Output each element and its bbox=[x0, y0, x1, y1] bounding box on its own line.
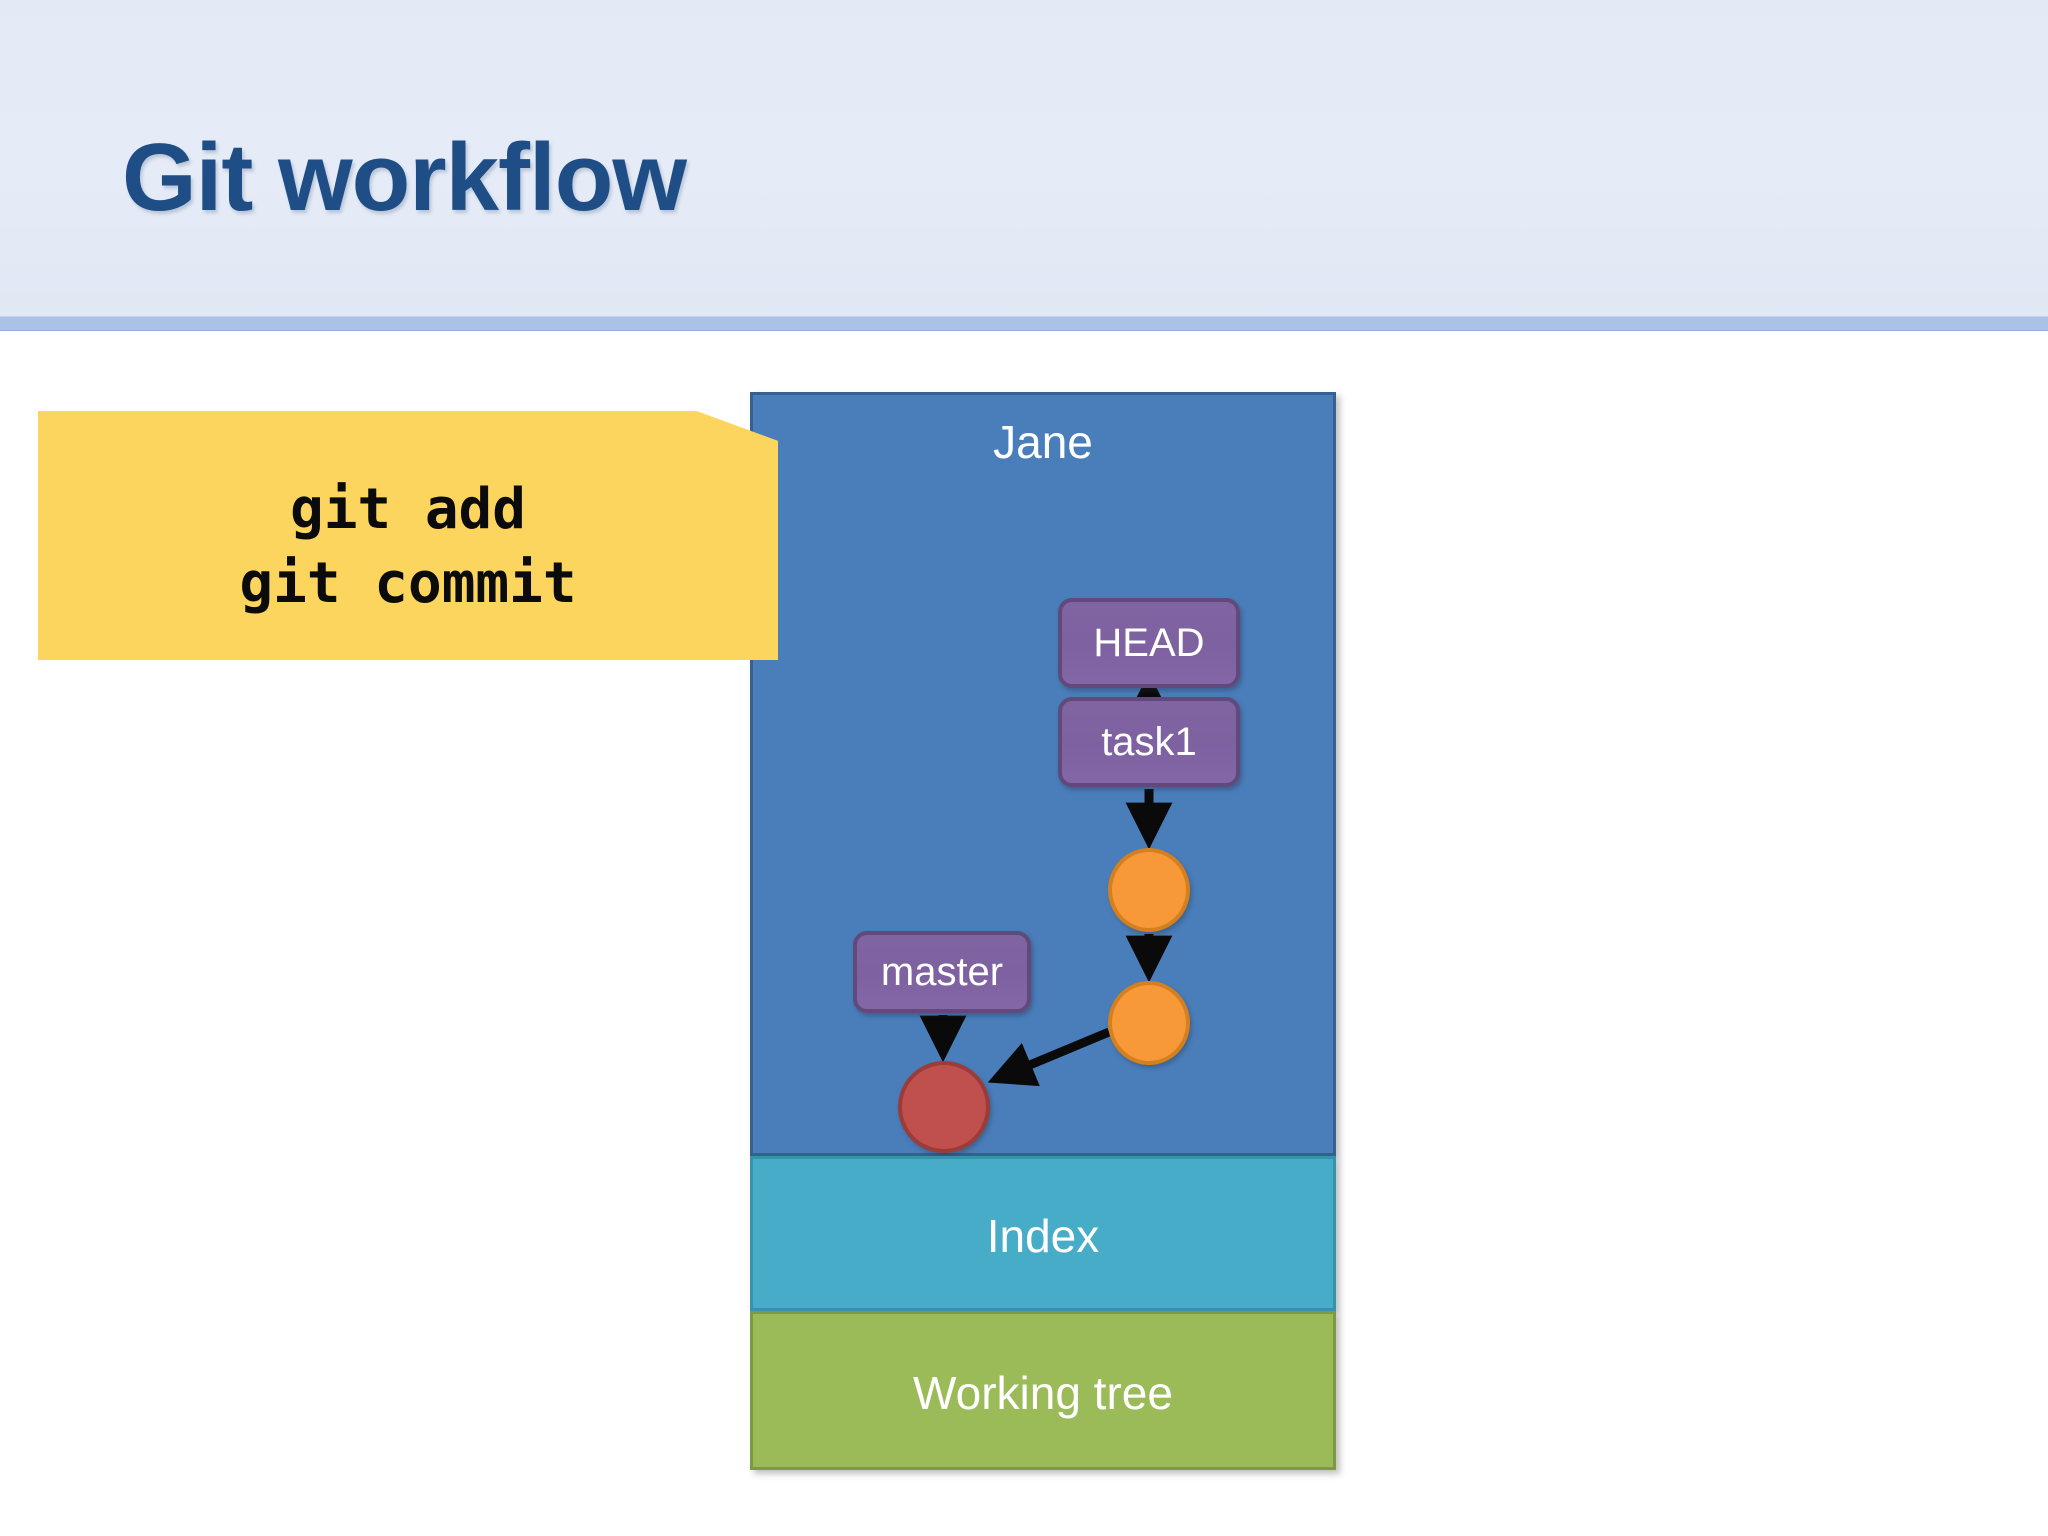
edge-c2-c0 bbox=[987, 1027, 1111, 1087]
working-tree-label: Working tree bbox=[913, 1367, 1173, 1419]
ref-box-master[interactable]: master bbox=[853, 931, 1031, 1013]
ref-box-task1-label: task1 bbox=[1101, 719, 1197, 764]
panel-index: Index bbox=[750, 1156, 1336, 1311]
index-label: Index bbox=[986, 1210, 1100, 1262]
commit-node-c1[interactable] bbox=[1108, 848, 1190, 932]
slide-header-band bbox=[0, 0, 2048, 316]
repository-owner-label: Jane bbox=[993, 416, 1093, 468]
commit-graph-arrows bbox=[919, 672, 1173, 1087]
header-divider-rule bbox=[0, 316, 2048, 331]
page-title: Git workflow bbox=[122, 124, 687, 231]
panel-working-tree: Working tree bbox=[750, 1311, 1336, 1470]
git-commands-callout: git add git commit bbox=[38, 411, 778, 660]
ref-box-task1[interactable]: task1 bbox=[1058, 697, 1240, 787]
ref-box-head-label: HEAD bbox=[1093, 620, 1205, 665]
panel-repository: Jane HEAD bbox=[750, 392, 1336, 1156]
git-commands-text: git add git commit bbox=[239, 477, 577, 616]
commit-node-c0[interactable] bbox=[898, 1061, 990, 1153]
ref-box-master-label: master bbox=[880, 949, 1004, 994]
repository-stack: Jane HEAD bbox=[750, 392, 1336, 1470]
commit-node-c2[interactable] bbox=[1108, 981, 1190, 1065]
ref-box-head[interactable]: HEAD bbox=[1058, 598, 1240, 688]
